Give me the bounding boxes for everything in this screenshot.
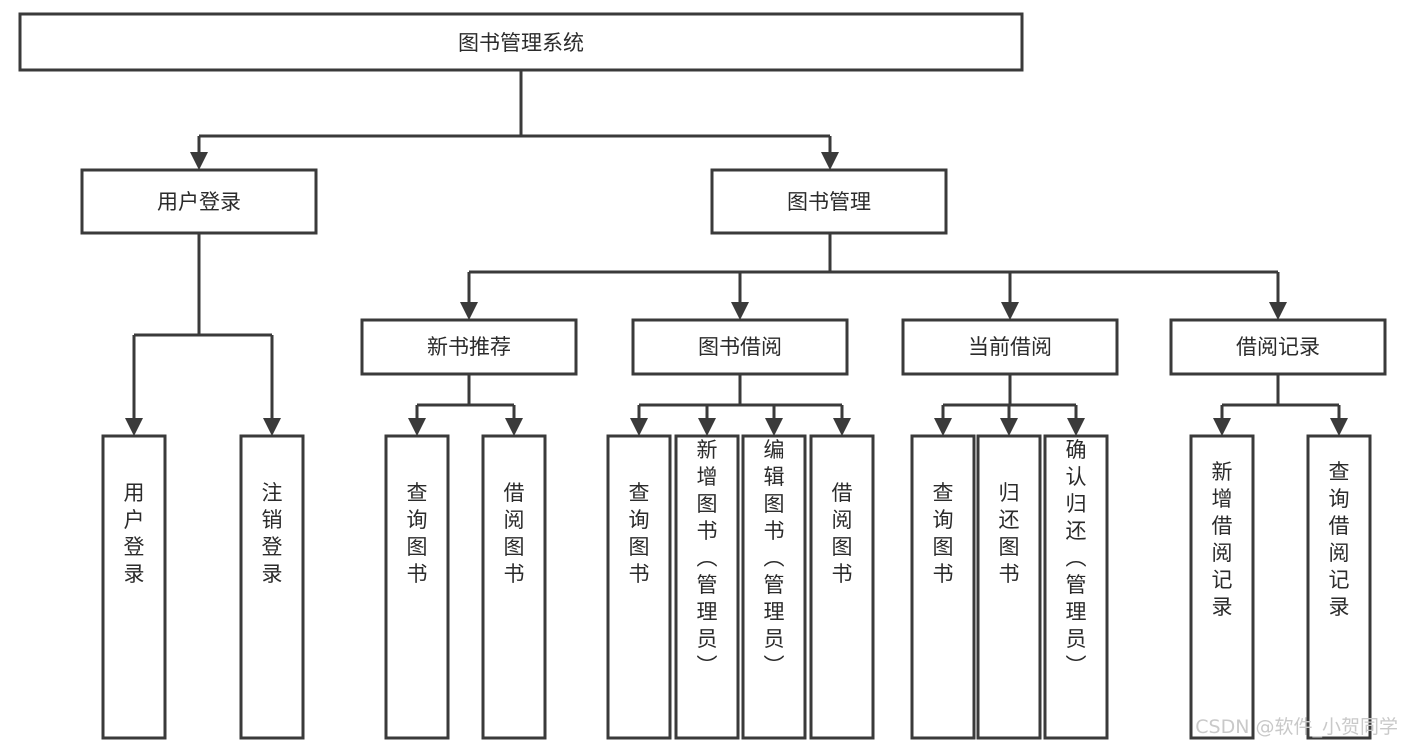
node-book-borrow[interactable]: 图书借阅: [631, 318, 849, 376]
leaf-current-borrow-0[interactable]: 查询图书: [910, 434, 976, 740]
leaf-user-login-1[interactable]: 注销登录: [239, 434, 305, 740]
leaf-current-borrow-2[interactable]: 确认归还︵管理员︶: [1043, 434, 1109, 740]
leaf-label-book-borrow-3: 借阅图书: [832, 481, 853, 586]
connector-bookmgmt-children: [460, 233, 1287, 320]
connector-borrowrecord-children: [1213, 374, 1348, 436]
leaf-label-book-borrow-0: 查询图书: [629, 481, 650, 586]
node-user-login[interactable]: 用户登录: [80, 168, 318, 235]
leaf-new-book-recommend-1[interactable]: 借阅图书: [481, 434, 547, 740]
node-new-book-recommend[interactable]: 新书推荐: [360, 318, 578, 376]
leaf-user-login-0[interactable]: 用户登录: [101, 434, 167, 740]
node-current-borrow[interactable]: 当前借阅: [901, 318, 1119, 376]
csdn-watermark: CSDN @软件_小贺同学: [1195, 716, 1398, 738]
node-label-root: 图书管理系统: [458, 31, 584, 55]
leaf-label-current-borrow-2: 确认归还︵管理员︶: [1066, 438, 1087, 678]
leaf-book-borrow-2[interactable]: 编辑图书︵管理员︶: [741, 434, 807, 740]
leaf-label-book-borrow-1: 新增图书︵管理员︶: [697, 438, 718, 678]
node-book-management-system[interactable]: 图书管理系统: [18, 12, 1024, 72]
node-borrow-record[interactable]: 借阅记录: [1169, 318, 1387, 376]
connector-root-to-level2: [190, 70, 839, 170]
node-label-user-login: 用户登录: [157, 190, 241, 214]
connector-userlogin-children: [125, 233, 281, 436]
leaf-label-new-book-recommend-0: 查询图书: [407, 481, 428, 586]
node-label-book-management: 图书管理: [787, 190, 871, 214]
leaf-book-borrow-3[interactable]: 借阅图书: [809, 434, 875, 740]
leaf-label-user-login-1: 注销登录: [262, 481, 283, 586]
leaf-book-borrow-0[interactable]: 查询图书: [606, 434, 672, 740]
node-label-current-borrow: 当前借阅: [968, 335, 1052, 359]
node-label-borrow-record: 借阅记录: [1236, 335, 1320, 359]
leaf-book-borrow-1[interactable]: 新增图书︵管理员︶: [674, 434, 740, 740]
leaf-current-borrow-1[interactable]: 归还图书: [976, 434, 1042, 740]
leaf-label-book-borrow-2: 编辑图书︵管理员︶: [764, 438, 785, 678]
leaf-label-borrow-record-0: 新增借阅记录: [1212, 460, 1233, 619]
leaf-label-current-borrow-1: 归还图书: [999, 481, 1020, 586]
leaf-new-book-recommend-0[interactable]: 查询图书: [384, 434, 450, 740]
leaf-borrow-record-1[interactable]: 查询借阅记录: [1306, 434, 1372, 740]
leaf-borrow-record-0[interactable]: 新增借阅记录: [1189, 434, 1255, 740]
connector-currentborrow-children: [934, 374, 1085, 436]
connector-newbook-children: [408, 374, 523, 436]
leaf-label-borrow-record-1: 查询借阅记录: [1329, 460, 1350, 619]
leaf-label-user-login-0: 用户登录: [124, 481, 145, 586]
node-label-new-book-recommend: 新书推荐: [427, 335, 511, 359]
node-book-management[interactable]: 图书管理: [710, 168, 948, 235]
leaf-label-new-book-recommend-1: 借阅图书: [504, 481, 525, 586]
node-label-book-borrow: 图书借阅: [698, 335, 782, 359]
leaf-label-current-borrow-0: 查询图书: [933, 481, 954, 586]
connector-bookborrow-children: [630, 374, 851, 436]
